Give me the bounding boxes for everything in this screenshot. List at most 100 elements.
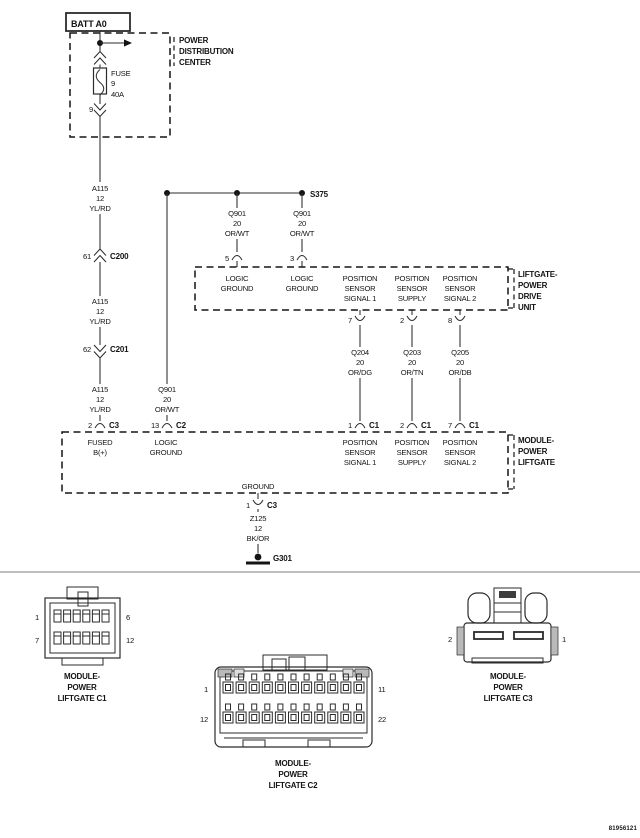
splice-name: S375 bbox=[310, 190, 329, 199]
module-terminal-label: SUPPLY bbox=[398, 458, 426, 467]
wire-circuit: A115 bbox=[92, 184, 108, 193]
module-terminal-label: GROUND bbox=[242, 482, 275, 491]
wire-color: YL/RD bbox=[89, 204, 111, 213]
wire-gauge: 12 bbox=[96, 194, 104, 203]
pdc-label-line: DISTRIBUTION bbox=[179, 47, 234, 56]
module-pin-number: 1 bbox=[348, 421, 352, 430]
connector-corner-pin: 7 bbox=[35, 636, 39, 645]
module-pin-number: 1 bbox=[246, 501, 250, 510]
wire-gauge: 20 bbox=[456, 358, 464, 367]
wire-circuit: Q204 bbox=[351, 348, 369, 357]
doc-number: 81956121 bbox=[609, 826, 638, 832]
wire-gauge: 12 bbox=[96, 395, 104, 404]
connector-corner-pin: 12 bbox=[126, 636, 134, 645]
pdu-label-line: LIFTGATE- bbox=[518, 270, 558, 279]
pdu-label-line: POWER bbox=[518, 281, 548, 290]
module-connector-name: C1 bbox=[469, 421, 480, 430]
pdu-pin-number: 2 bbox=[400, 316, 404, 325]
wire-gauge: 12 bbox=[96, 307, 104, 316]
pdu-box bbox=[194, 266, 509, 311]
wire-color: OR/WT bbox=[155, 405, 180, 414]
pin-socket-icon bbox=[406, 422, 418, 429]
wire-gauge: 20 bbox=[356, 358, 364, 367]
pdu-terminal-label: POSITION bbox=[443, 274, 478, 283]
module-connector-name: C1 bbox=[421, 421, 432, 430]
connector-corner-pin: 6 bbox=[126, 613, 130, 622]
wire-circuit: A115 bbox=[92, 385, 108, 394]
inline-connector-icon bbox=[93, 50, 107, 65]
wire-color: OR/TN bbox=[401, 368, 424, 377]
pin-socket-icon bbox=[454, 422, 466, 429]
connector-view-c3: 2 1 MODULE- POWER LIFTGATE C3 bbox=[448, 587, 566, 703]
pin-socket-icon bbox=[296, 254, 308, 261]
pdu-terminal-label: GROUND bbox=[286, 284, 319, 293]
pdu-label-line: DRIVE bbox=[518, 292, 542, 301]
connector-name: C201 bbox=[110, 345, 129, 354]
ground-path: 1 C3 Z125 12 BK/OR G301 bbox=[246, 493, 293, 565]
wire-circuit: Q205 bbox=[451, 348, 469, 357]
pin-socket-icon bbox=[161, 422, 173, 429]
module-terminal-label: POSITION bbox=[395, 438, 430, 447]
wire-gauge: 20 bbox=[408, 358, 416, 367]
ground-icon bbox=[246, 553, 270, 565]
wire-color: OR/DG bbox=[348, 368, 372, 377]
pin-socket-icon bbox=[231, 254, 243, 261]
pdc-exit-pin-number: 9 bbox=[89, 105, 93, 114]
connector-corner-pin: 1 bbox=[204, 685, 208, 694]
wire-circuit: Q203 bbox=[403, 348, 421, 357]
connector-caption-line: POWER bbox=[67, 683, 97, 692]
pdu-pin-number: 5 bbox=[225, 254, 229, 263]
battery-box bbox=[65, 12, 131, 32]
connector-corner-pin: 11 bbox=[378, 685, 385, 694]
connector-caption-line: MODULE- bbox=[275, 759, 311, 768]
fuse-number: 9 bbox=[111, 79, 115, 88]
module-terminal-label: B(+) bbox=[93, 448, 107, 457]
pdu-pin-number: 8 bbox=[448, 316, 452, 325]
wire-color: OR/DB bbox=[448, 368, 471, 377]
module-terminal-label: POSITION bbox=[343, 438, 378, 447]
battery-label: BATT A0 bbox=[71, 19, 107, 29]
feed-wire-a115: A115 12 YL/RD 61 C200 A115 12 YL/RD 62 C… bbox=[83, 116, 129, 430]
module-pin-number: 13 bbox=[151, 421, 159, 430]
pdu-terminal-label: SENSOR bbox=[445, 284, 477, 293]
module-pin-number: 2 bbox=[400, 421, 404, 430]
connector-corner-pin: 2 bbox=[448, 635, 452, 644]
pin-socket-icon bbox=[354, 422, 366, 429]
module-connector-name: C2 bbox=[176, 421, 187, 430]
pdu-terminal-label: SUPPLY bbox=[398, 294, 426, 303]
wire-gauge: 20 bbox=[233, 219, 241, 228]
module-pin-number: 7 bbox=[448, 421, 452, 430]
module-terminal-label: GROUND bbox=[150, 448, 183, 457]
module-label-line: LIFTGATE bbox=[518, 458, 556, 467]
pdu-terminal-label: LOGIC bbox=[291, 274, 314, 283]
inline-connector-c201-icon bbox=[93, 344, 107, 359]
wire-color: BK/OR bbox=[247, 534, 270, 543]
pdu-terminal-label: POSITION bbox=[395, 274, 430, 283]
wire-circuit: Q901 bbox=[293, 209, 311, 218]
pin-socket-icon bbox=[406, 315, 418, 322]
connector-pin-number: 61 bbox=[83, 252, 91, 261]
connector-caption-line: LIFTGATE C3 bbox=[484, 694, 534, 703]
pdu-pin-number: 7 bbox=[348, 316, 352, 325]
pdu-terminal-label: GROUND bbox=[221, 284, 254, 293]
wire-circuit: Q901 bbox=[228, 209, 246, 218]
fuse-name: FUSE bbox=[111, 69, 131, 78]
module-label-line: MODULE- bbox=[518, 436, 554, 445]
power-distribution-center: POWER DISTRIBUTION CENTER FUSE 9 40A 9 bbox=[69, 31, 234, 138]
splice-s375: S375 Q901 20 OR/WT 13 C2 Q901 20 OR/WT 5… bbox=[151, 190, 329, 430]
sensor-wires: 7 Q204 20 OR/DG 1 C1 2 Q203 20 OR/TN 2 C… bbox=[348, 310, 480, 430]
connector-caption-line: POWER bbox=[493, 683, 523, 692]
pdu-label-line: UNIT bbox=[518, 303, 536, 312]
connector-caption-line: MODULE- bbox=[490, 672, 526, 681]
battery-feed: BATT A0 bbox=[65, 12, 131, 32]
wire-color: OR/WT bbox=[290, 229, 315, 238]
module-box bbox=[61, 431, 509, 494]
connector-corner-pin: 12 bbox=[200, 715, 208, 724]
connector-corner-pin: 1 bbox=[35, 613, 39, 622]
connector-caption-line: POWER bbox=[278, 770, 308, 779]
wire-gauge: 20 bbox=[298, 219, 306, 228]
inline-connector-c200-icon bbox=[93, 248, 107, 263]
pdc-label-line: POWER bbox=[179, 36, 209, 45]
pdu-terminal-label: LOGIC bbox=[226, 274, 249, 283]
